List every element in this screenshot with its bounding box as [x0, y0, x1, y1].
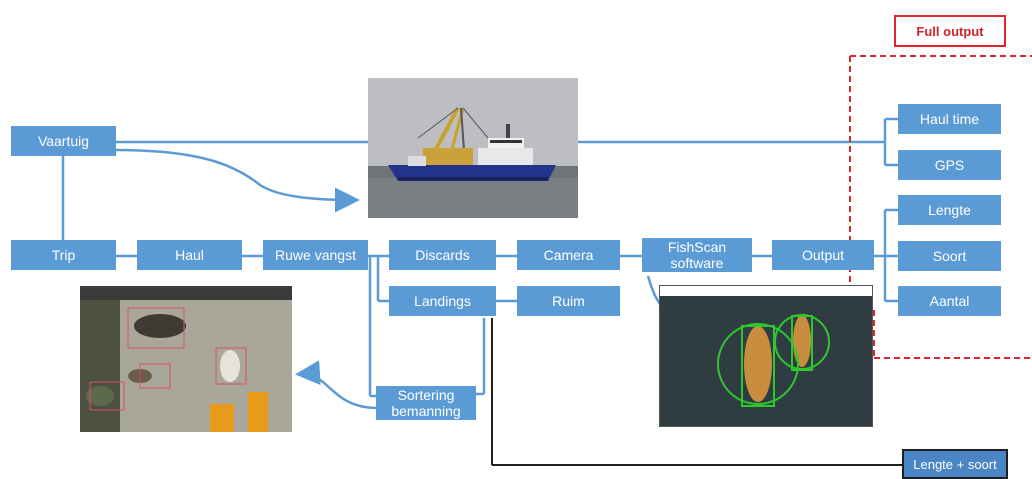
- fishscan-illustration: [660, 286, 872, 426]
- node-fishscan-software: FishScan software: [642, 238, 752, 272]
- fishscan-screenshot: [659, 285, 873, 427]
- node-aantal: Aantal: [898, 286, 1001, 316]
- full-output-label: Full output: [894, 15, 1006, 47]
- ship-photo: [368, 78, 578, 218]
- node-ruwe-vangst: Ruwe vangst: [263, 240, 368, 270]
- node-haul: Haul: [137, 240, 242, 270]
- node-gps: GPS: [898, 150, 1001, 180]
- node-output: Output: [772, 240, 874, 270]
- sorting-photo: [80, 286, 292, 432]
- ship-illustration: [368, 78, 578, 218]
- sorting-illustration: [80, 286, 292, 432]
- node-landings: Landings: [389, 286, 496, 316]
- node-discards: Discards: [389, 240, 496, 270]
- node-haul-time: Haul time: [898, 104, 1001, 134]
- node-lengte-soort: Lengte + soort: [902, 449, 1008, 479]
- node-lengte: Lengte: [898, 195, 1001, 225]
- node-camera: Camera: [517, 240, 620, 270]
- node-ruim: Ruim: [517, 286, 620, 316]
- node-trip: Trip: [11, 240, 116, 270]
- node-vaartuig: Vaartuig: [11, 126, 116, 156]
- node-sortering-bemanning: Sortering bemanning: [376, 386, 476, 420]
- node-soort: Soort: [898, 241, 1001, 271]
